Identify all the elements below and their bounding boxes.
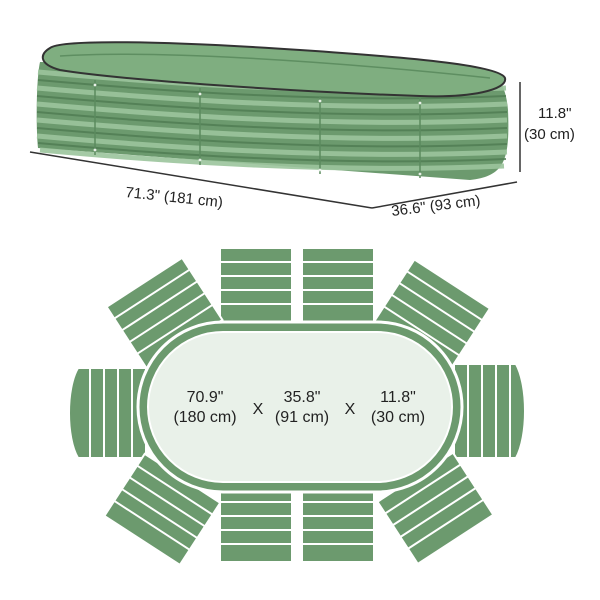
inner-width-line2: (91 cm): [275, 409, 329, 426]
inner-height-line2: (30 cm): [371, 409, 425, 426]
slat-group-bottom-right: [301, 487, 375, 563]
slat-group-bottom-left: [219, 487, 293, 563]
slat-group-top-right: [301, 247, 375, 323]
dimension-lines: [29, 82, 521, 209]
times-separator-1: X: [253, 401, 264, 418]
slat-group-right-end: [453, 363, 526, 459]
bed-top-down-view: [68, 247, 526, 567]
width-dimension-line: [371, 181, 518, 209]
raised-bed-3d-illustration: [36, 41, 509, 180]
height-label-line2: (30 cm): [524, 126, 575, 143]
times-separator-2: X: [345, 401, 356, 418]
bed-inner-area: [147, 331, 453, 483]
inner-length-line2: (180 cm): [173, 409, 236, 426]
slat-group-lower-right: [376, 451, 495, 566]
slat-group-top-left: [219, 247, 293, 323]
bed-rim: [41, 41, 507, 98]
inner-dimensions: 70.9" (180 cm) X 35.8" (91 cm) X 11.8" (…: [173, 389, 425, 426]
inner-length-line1: 70.9": [187, 389, 224, 406]
height-label-line1: 11.8": [538, 105, 571, 122]
inner-width-line1: 35.8": [284, 389, 321, 406]
length-dimension-line: [29, 151, 373, 209]
slat-group-left-end: [68, 367, 147, 459]
inner-height-line1: 11.8": [380, 389, 416, 406]
slat-group-lower-left: [103, 452, 222, 567]
length-label: 71.3" (181 cm): [125, 184, 224, 211]
